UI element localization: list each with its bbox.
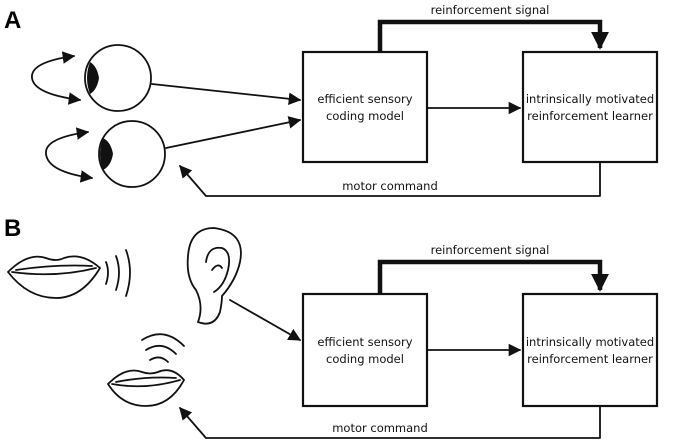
coding-model-label-line2: coding model xyxy=(326,352,404,366)
learner-label-line1: intrinsically motivated xyxy=(526,335,654,349)
coding-model-box: efficient sensory coding model xyxy=(301,50,429,164)
panel-a: A efficient sensory coding model xyxy=(4,3,659,197)
eye-icon xyxy=(84,44,152,112)
sound-waves-icon xyxy=(105,249,131,297)
eye-rotation-arrow-icon xyxy=(45,127,94,183)
learner-label-line1: intrinsically motivated xyxy=(526,92,654,106)
reinforcement-signal-label: reinforcement signal xyxy=(431,3,550,17)
motor-command-arrow xyxy=(179,161,601,197)
learner-label-line2: reinforcement learner xyxy=(527,109,653,123)
eye-to-coding-arrow xyxy=(151,83,302,106)
reinforcement-signal-arrow xyxy=(377,259,609,294)
eye-to-coding-arrow xyxy=(165,116,302,149)
reinforcement-signal-label: reinforcement signal xyxy=(431,243,550,257)
ear-icon xyxy=(186,227,242,325)
reinforcement-signal-arrow xyxy=(377,19,609,52)
panel-b-letter: B xyxy=(4,215,21,242)
eye-icon xyxy=(98,120,166,188)
reinforcement-learner-box: intrinsically motivated reinforcement le… xyxy=(521,292,659,408)
eye-rotation-arrow-icon xyxy=(31,51,82,105)
coding-model-box: efficient sensory coding model xyxy=(301,292,429,408)
sound-waves-icon xyxy=(141,333,185,363)
motor-command-label: motor command xyxy=(342,179,438,193)
panel-a-letter: A xyxy=(4,7,21,34)
lips-icon xyxy=(7,255,101,299)
coding-model-label-line1: efficient sensory xyxy=(317,92,412,106)
coding-model-label-line2: coding model xyxy=(326,109,404,123)
learner-label-line2: reinforcement learner xyxy=(527,352,653,366)
motor-command-arrow xyxy=(179,405,601,439)
lips-icon xyxy=(107,369,185,407)
panel-b: B efficient sensory coding model xyxy=(4,215,659,439)
ear-to-coding-arrow xyxy=(229,299,302,341)
reinforcement-learner-box: intrinsically motivated reinforcement le… xyxy=(521,50,659,164)
motor-command-label: motor command xyxy=(332,421,428,435)
coding-model-label-line1: efficient sensory xyxy=(317,335,412,349)
